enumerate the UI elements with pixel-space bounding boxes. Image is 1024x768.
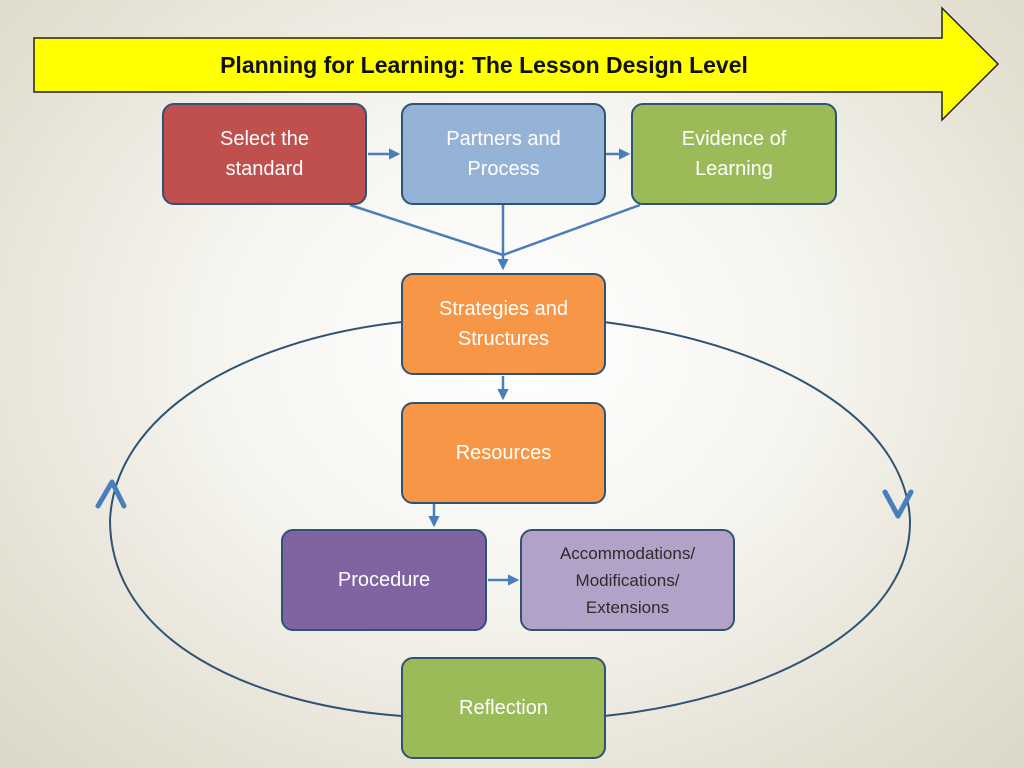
connector-evidence-to-merge <box>502 203 641 257</box>
page-title: Planning for Learning: The Lesson Design… <box>220 51 748 78</box>
evidence-of-learning-box: Evidence of Learning <box>631 103 837 205</box>
cycle-arrowhead-right <box>882 489 914 519</box>
title-banner-arrow <box>33 6 1000 122</box>
cycle-arc-left <box>108 321 403 717</box>
procedure-box: Procedure <box>281 529 487 631</box>
reflection-box: Reflection <box>401 657 606 759</box>
partners-process-box: Partners and Process <box>401 103 606 205</box>
cycle-arrowhead-left <box>95 479 127 509</box>
strategies-structures-box: Strategies and Structures <box>401 273 606 375</box>
connector-standard-to-merge <box>349 203 504 257</box>
resources-box: Resources <box>401 402 606 504</box>
accommodations-box: Accommodations/ Modifications/ Extension… <box>520 529 735 631</box>
cycle-arc-right <box>603 321 912 717</box>
select-standard-box: Select the standard <box>162 103 367 205</box>
